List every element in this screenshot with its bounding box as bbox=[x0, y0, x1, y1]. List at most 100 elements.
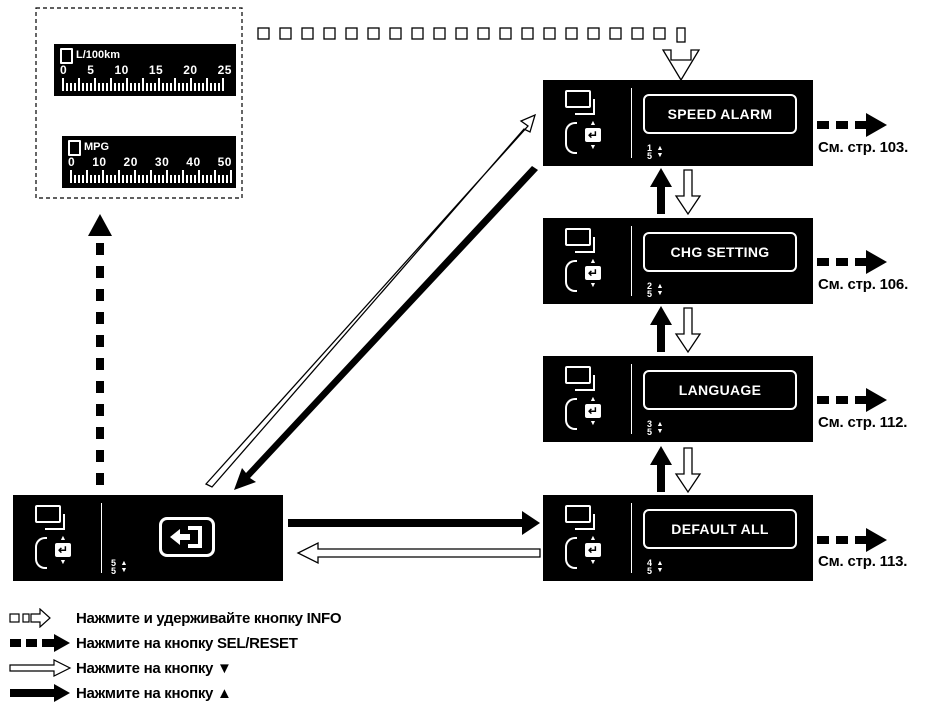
gauge-tick-bar bbox=[66, 83, 68, 91]
panel-divider bbox=[631, 226, 632, 296]
gauge-tick: 10 bbox=[92, 155, 107, 169]
legend-item-up-button: Нажмите на кнопку ▲ bbox=[8, 683, 232, 703]
gauge-tick-bar bbox=[210, 83, 212, 91]
gauge-tick: 25 bbox=[217, 63, 232, 77]
page-arrows-icon: ▲▼ bbox=[656, 283, 664, 297]
gauge-tick-bar bbox=[142, 175, 144, 183]
page-reference: См. стр. 112. bbox=[818, 414, 908, 431]
gauge-tick: 20 bbox=[123, 155, 138, 169]
knob-icon bbox=[565, 537, 577, 569]
gauge-tick: 10 bbox=[114, 63, 129, 77]
display-icon bbox=[575, 375, 595, 391]
gauge-tick-bar bbox=[166, 170, 168, 183]
up-down-icon: ▼ bbox=[59, 559, 67, 566]
menu-vertical-arrows bbox=[650, 168, 702, 494]
gauge-tick-bar bbox=[226, 175, 228, 183]
gauge-tick-bar bbox=[150, 83, 152, 91]
gauge-tick-bar bbox=[158, 175, 160, 183]
knob-icon bbox=[35, 537, 47, 569]
menu-item-label: LANGUAGE bbox=[643, 370, 797, 410]
gauge-tick-bar bbox=[134, 83, 136, 91]
gauge-tick-bar bbox=[170, 175, 172, 183]
page-arrows-icon: ▲▼ bbox=[120, 560, 128, 574]
gauge-tick-bar bbox=[78, 78, 80, 91]
gauge-tick-bar bbox=[146, 175, 148, 183]
gauge-tick-bar bbox=[214, 170, 216, 183]
gauge-tick-bar bbox=[154, 83, 156, 91]
up-down-icon: ▼ bbox=[589, 144, 597, 151]
panel-divider bbox=[631, 364, 632, 434]
display-icon bbox=[575, 514, 595, 530]
gauge-tick: 0 bbox=[60, 63, 68, 77]
display-icon bbox=[35, 505, 61, 523]
gauge-tick-bar bbox=[202, 83, 204, 91]
legend-item-down-button: Нажмите на кнопку ▼ bbox=[8, 658, 232, 678]
gauge-tick-bar bbox=[130, 175, 132, 183]
gauge-tick-bar bbox=[74, 175, 76, 183]
display-icon bbox=[565, 366, 591, 384]
fuel-pump-icon bbox=[68, 140, 81, 156]
gauge-tick-labels: 0 5 10 15 20 25 bbox=[60, 63, 232, 77]
gauge-tick-bar bbox=[102, 83, 104, 91]
up-down-icon: ▲ bbox=[589, 396, 597, 403]
fuel-gauge-l100km: L/100km 0 5 10 15 20 25 bbox=[54, 44, 236, 96]
sel-reset-arrow-icon bbox=[10, 634, 70, 652]
gauge-tick-bar bbox=[186, 83, 188, 91]
gauge-tick-bar bbox=[222, 78, 224, 91]
gauge-tick-bar bbox=[230, 170, 232, 183]
gauge-tick-bar bbox=[206, 78, 208, 91]
up-arrow-diagonal bbox=[234, 166, 538, 490]
gauge-tick-bar bbox=[142, 78, 144, 91]
gauge-tick-bar bbox=[114, 83, 116, 91]
gauge-tick: 30 bbox=[154, 155, 170, 169]
gauge-tick-bar bbox=[130, 83, 132, 91]
gauge-tick-bar bbox=[82, 175, 84, 183]
knob-icon bbox=[565, 398, 577, 430]
back-icon bbox=[159, 517, 215, 557]
legend-item-sel-reset: Нажмите на кнопку SEL/RESET bbox=[8, 633, 298, 653]
page-reference: См. стр. 103. bbox=[818, 139, 909, 156]
gauge-tick-bar bbox=[122, 83, 124, 91]
enter-icon: ↵ bbox=[585, 128, 601, 142]
page-arrows-icon: ▲▼ bbox=[656, 560, 664, 574]
gauge-tick-bar bbox=[122, 175, 124, 183]
gauge-unit-label: MPG bbox=[84, 141, 110, 153]
gauge-tick-bar bbox=[178, 83, 180, 91]
gauge-tick: 20 bbox=[183, 63, 198, 77]
gauge-tick-bar bbox=[110, 78, 112, 91]
sel-reset-up-arrow bbox=[88, 214, 112, 485]
gauge-tick-bar bbox=[154, 175, 156, 183]
up-down-icon: ▲ bbox=[589, 120, 597, 127]
gauge-tick: 0 bbox=[68, 155, 76, 169]
display-icon bbox=[565, 505, 591, 523]
gauge-tick-bar bbox=[206, 175, 208, 183]
gauge-unit-label: L/100km bbox=[76, 49, 121, 61]
gauge-tick: 15 bbox=[148, 63, 164, 77]
gauge-tick-bar bbox=[94, 175, 96, 183]
legend-text: Нажмите на кнопку ▲ bbox=[76, 684, 232, 702]
gauge-tick-bar bbox=[118, 83, 120, 91]
gauge-bar-scale bbox=[62, 77, 226, 91]
sel-reset-right-arrows bbox=[817, 113, 887, 552]
up-down-icon: ▲ bbox=[589, 258, 597, 265]
enter-icon: ↵ bbox=[585, 266, 601, 280]
gauge-tick-bar bbox=[74, 83, 76, 91]
gauge-tick-bar bbox=[162, 83, 164, 91]
gauge-tick-bar bbox=[106, 175, 108, 183]
gauge-tick-bar bbox=[138, 83, 140, 91]
gauge-dashed-frame bbox=[35, 7, 243, 199]
info-hold-path bbox=[257, 27, 701, 82]
panel-divider bbox=[101, 503, 102, 573]
gauge-tick-bar bbox=[138, 175, 140, 183]
gauge-tick-bar bbox=[146, 83, 148, 91]
display-icon bbox=[565, 228, 591, 246]
gauge-tick-bar bbox=[174, 175, 176, 183]
fuel-gauge-mpg: MPG 0 10 20 30 40 50 bbox=[62, 136, 236, 188]
gauge-tick-labels: 0 10 20 30 40 50 bbox=[68, 155, 232, 169]
gauge-tick-bar bbox=[218, 83, 220, 91]
